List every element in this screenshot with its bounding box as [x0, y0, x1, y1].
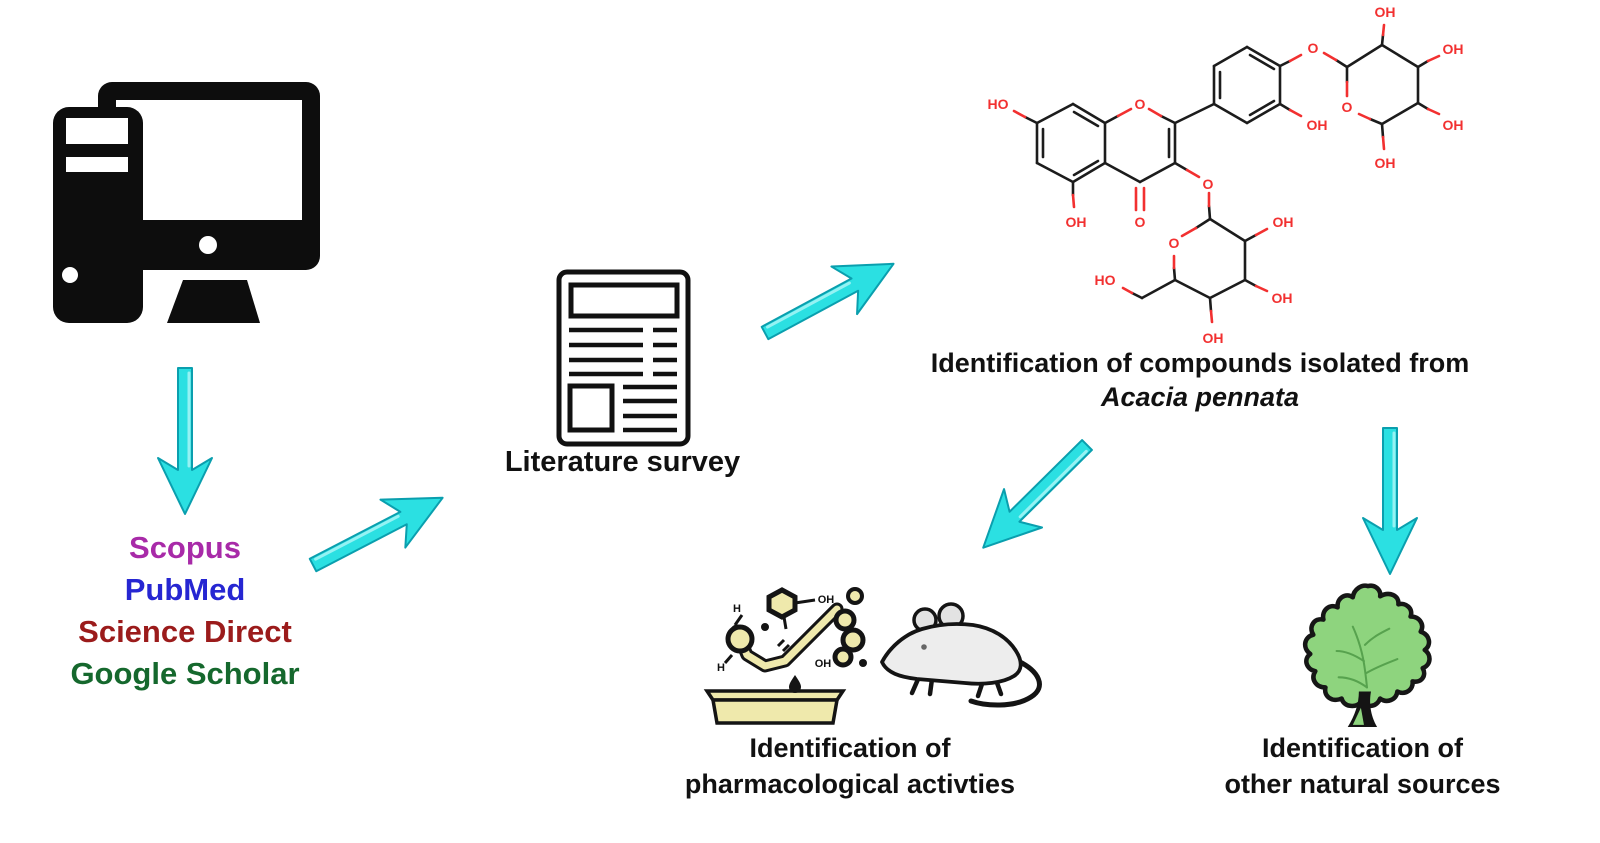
database-item-scopus: Scopus — [129, 530, 241, 565]
monitor-screen — [116, 100, 302, 220]
molecule-structure: HO O OH O O OH O OH OH OH O OH O OH OH OH HO — [986, 2, 1466, 348]
assay-label-oh1: OH — [818, 594, 835, 606]
computer-icon — [53, 82, 320, 323]
atom-label: OH — [1375, 4, 1396, 20]
tower-power-dot — [62, 267, 78, 283]
arrow-compounds-to-natural — [1362, 427, 1418, 575]
tree-icon — [1302, 583, 1432, 727]
pharma-caption: Identification of pharmacological activt… — [630, 730, 1070, 802]
atom-label: O — [1203, 176, 1214, 192]
assay-droplet — [789, 675, 801, 693]
natural-caption-line2: other natural sources — [1224, 769, 1501, 799]
pharma-caption-line1: Identification of — [749, 733, 951, 763]
mouse-body — [880, 622, 1023, 686]
atom-label: OH — [1066, 214, 1087, 230]
assay-label-h1: H — [733, 603, 741, 615]
atom-label: OH — [1443, 41, 1464, 57]
tower-slot-1 — [66, 118, 128, 144]
atom-label: OH — [1272, 290, 1293, 306]
database-item-pubmed: PubMed — [124, 572, 246, 607]
pharma-caption-line2: pharmacological activties — [684, 769, 1016, 799]
monitor-power-dot — [199, 236, 217, 254]
tree-crown — [1302, 583, 1432, 709]
compounds-caption-line2: Acacia pennata — [1100, 382, 1300, 412]
arrow-compounds-to-pharma — [982, 439, 1093, 549]
document-header-box — [568, 282, 680, 319]
chemical-assay-icon: H H OH OH — [703, 587, 867, 725]
atom-label: OH — [1307, 117, 1328, 133]
mouse-tail — [968, 658, 1042, 708]
atom-label: HO — [1095, 272, 1116, 288]
document-side-lines — [623, 384, 677, 433]
atom-label: OH — [1203, 330, 1224, 346]
compounds-caption: Identification of compounds isolated fro… — [900, 346, 1500, 414]
assay-tray-body — [710, 698, 840, 725]
atom-label: O — [1135, 214, 1146, 230]
atom-label: HO — [988, 96, 1009, 112]
assay-blob-1 — [725, 624, 755, 654]
database-item-sciencedirect: Science Direct — [78, 614, 292, 649]
atom-label: O — [1308, 40, 1319, 56]
atom-label: OH — [1443, 117, 1464, 133]
arrow-computer-to-databases — [157, 367, 213, 515]
assay-hexagon — [766, 587, 798, 620]
mouse-icon — [880, 602, 1042, 708]
tree-trunk-highlight — [1352, 707, 1364, 725]
natural-caption-line1: Identification of — [1262, 733, 1463, 763]
assay-label-h2: H — [717, 662, 725, 674]
mouse-eye — [921, 644, 927, 650]
compounds-caption-line1: Identification of compounds isolated fro… — [930, 348, 1470, 378]
tower-slot-2 — [66, 157, 128, 172]
atom-label: O — [1342, 99, 1353, 115]
assay-blob-3 — [840, 627, 866, 653]
atom-label: O — [1169, 235, 1180, 251]
document-image-box — [567, 383, 615, 433]
document-text-lines — [569, 327, 677, 377]
assay-blob-2 — [833, 608, 857, 632]
tree-trunk — [1347, 691, 1378, 727]
document-icon — [556, 269, 691, 447]
arrow-literature-to-compounds — [760, 262, 895, 341]
literature-survey-label: Literature survey — [504, 446, 741, 478]
tree-veins — [1335, 625, 1399, 689]
monitor-stand — [167, 280, 260, 323]
database-list: Scopus PubMed Science Direct Google Scho… — [15, 527, 355, 695]
assay-arm-tip — [846, 587, 864, 605]
assay-blob-4 — [832, 646, 854, 668]
atom-label: OH — [1273, 214, 1294, 230]
atom-label: OH — [1375, 155, 1396, 171]
atom-label: O — [1135, 96, 1146, 112]
arrow-databases-to-literature — [308, 496, 444, 573]
natural-caption: Identification of other natural sources — [1185, 730, 1540, 802]
assay-label-oh2: OH — [815, 658, 832, 670]
database-item-googlescholar: Google Scholar — [70, 656, 300, 691]
pharmacology-clipart: H H OH OH — [703, 587, 1042, 725]
